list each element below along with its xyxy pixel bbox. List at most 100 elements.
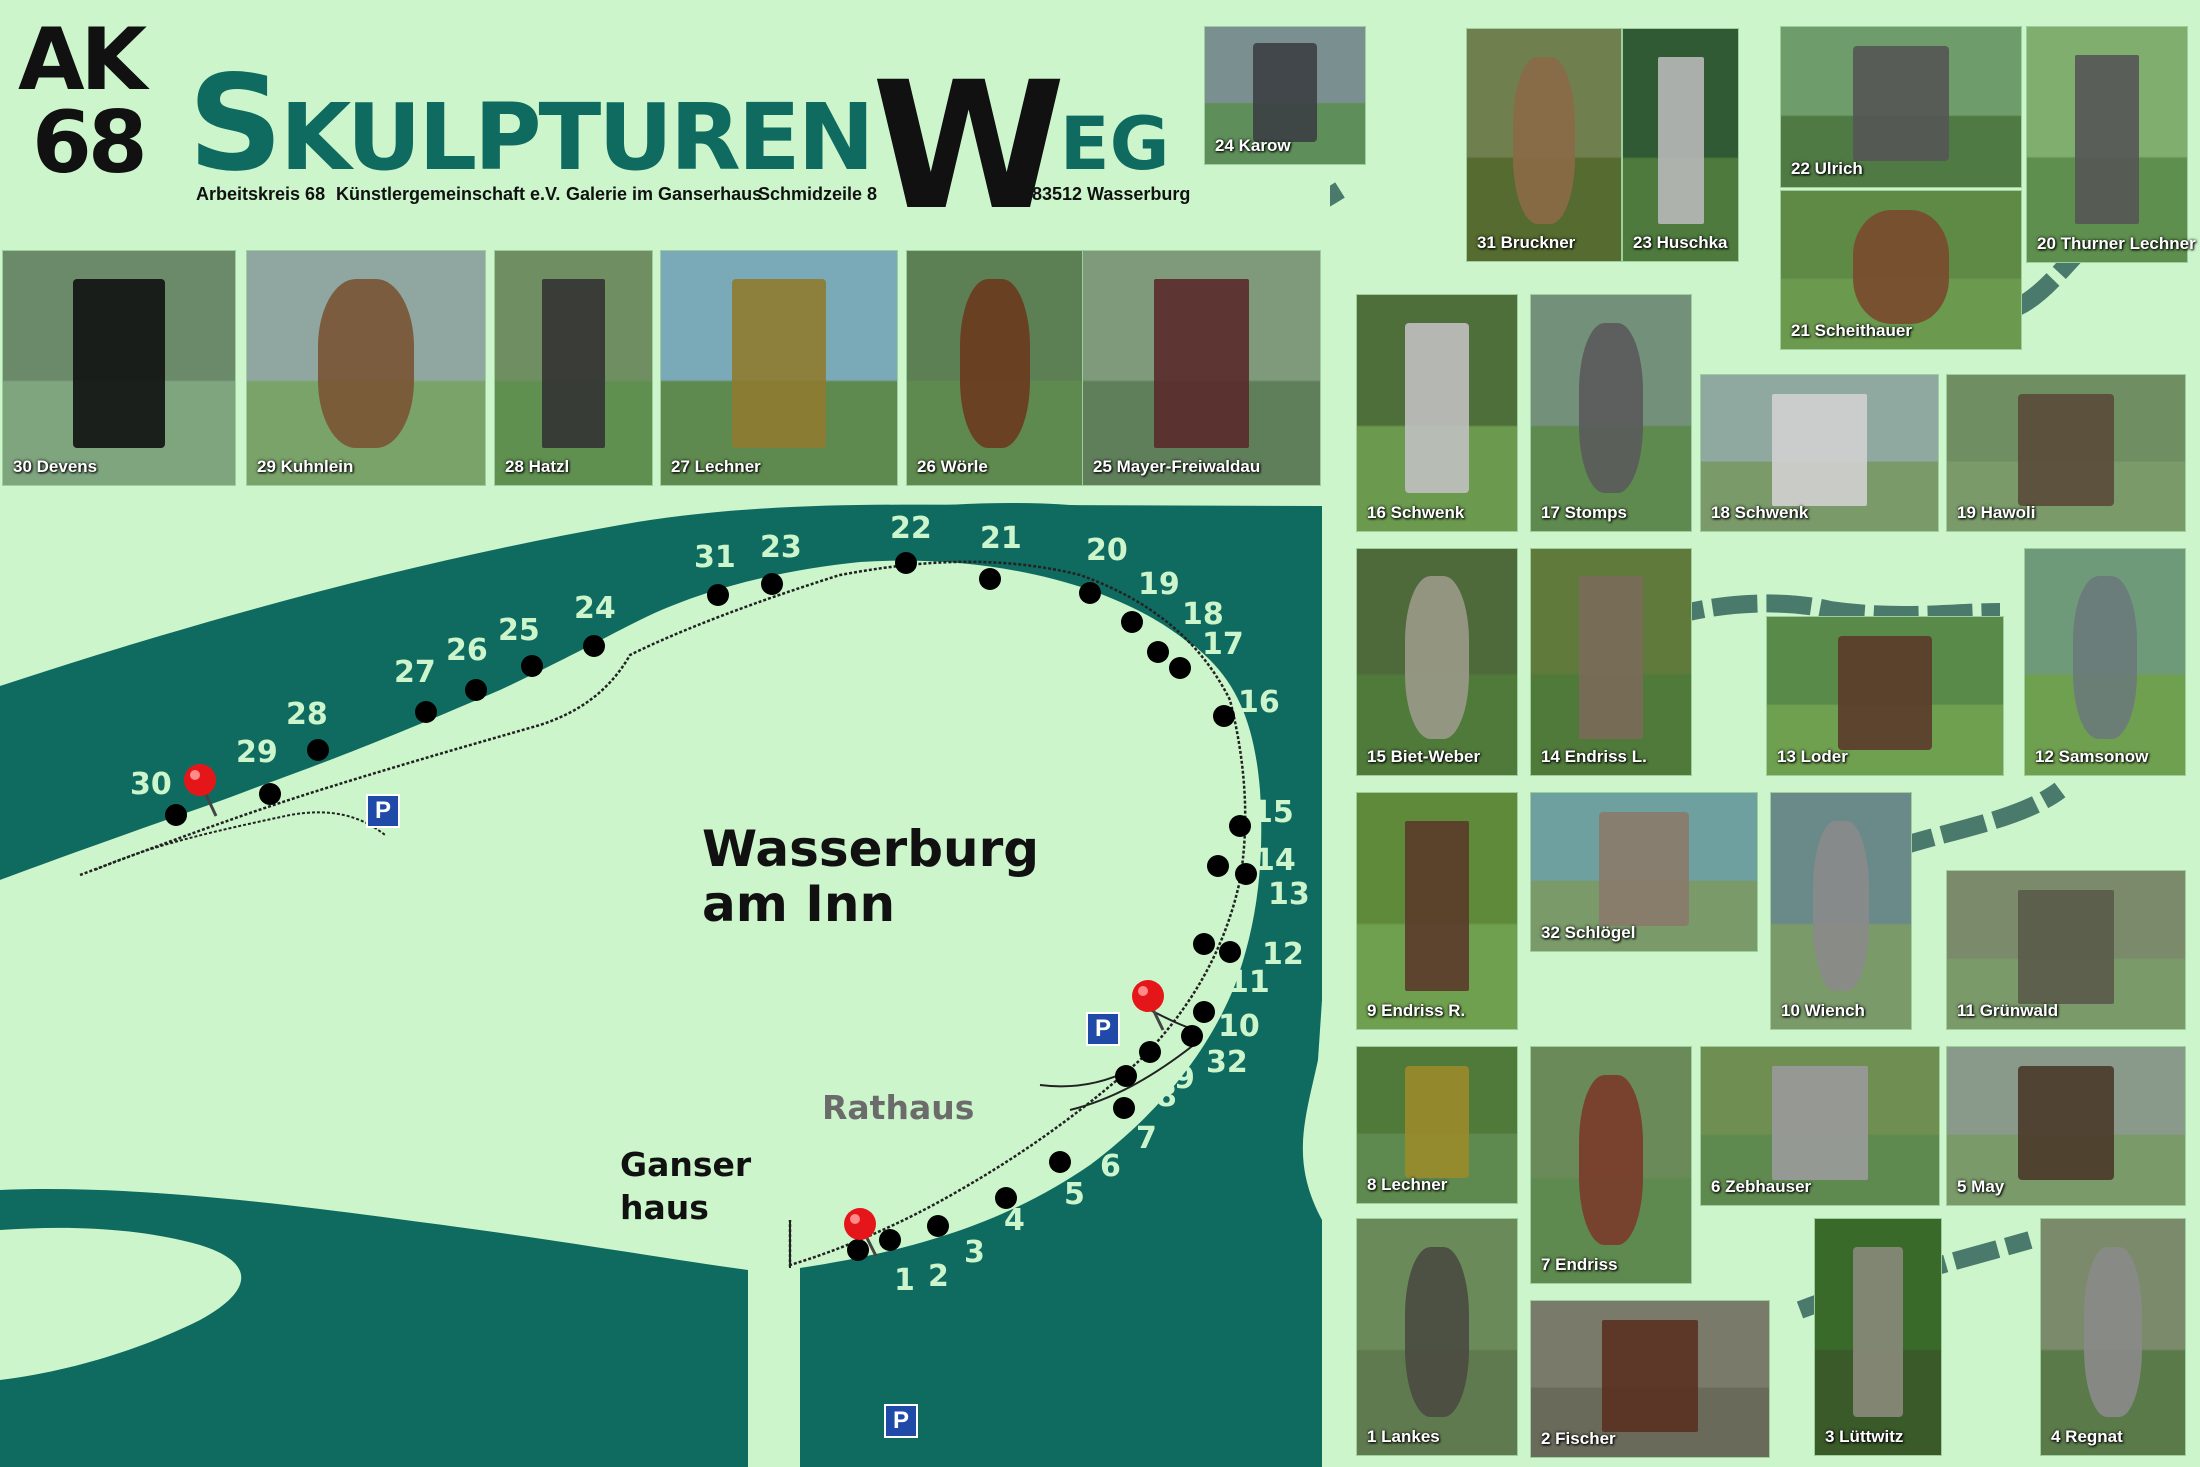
sculpture-marker[interactable] xyxy=(1049,1151,1071,1173)
sculpture-photo[interactable]: 29 Kuhnlein xyxy=(246,250,486,486)
sculpture-photo[interactable]: 7 Endriss xyxy=(1530,1046,1692,1284)
sculpture-photo[interactable]: 2 Fischer xyxy=(1530,1300,1770,1458)
sculpture-marker[interactable] xyxy=(1079,582,1101,604)
sculpture-photo[interactable]: 14 Endriss L. xyxy=(1530,548,1692,776)
parking-icon-east: P xyxy=(1086,1012,1120,1046)
pin-west[interactable] xyxy=(184,764,218,817)
sculpture-marker[interactable] xyxy=(1193,1001,1215,1023)
sculpture-shape xyxy=(1772,1065,1868,1180)
sculpture-photo[interactable]: 4 Regnat xyxy=(2040,1218,2186,1456)
sculpture-photo[interactable]: 25 Mayer-Freiwaldau xyxy=(1082,250,1321,486)
sculpture-marker[interactable] xyxy=(707,584,729,606)
sculpture-marker[interactable] xyxy=(1235,863,1257,885)
address-part-1: Arbeitskreis 68 xyxy=(196,184,326,204)
sculpture-marker[interactable] xyxy=(1213,705,1235,727)
title-part3: eg xyxy=(1059,72,1170,194)
station-number: 22 xyxy=(890,511,932,546)
sculpture-marker[interactable] xyxy=(1219,941,1241,963)
sculpture-shape xyxy=(72,279,166,448)
sculpture-photo[interactable]: 10 Wiench xyxy=(1770,792,1912,1030)
station-number: 4 xyxy=(1004,1203,1025,1238)
sculpture-photo[interactable]: 24 Karow xyxy=(1204,26,1366,165)
sculpture-marker[interactable] xyxy=(307,739,329,761)
station-number: 9 xyxy=(1174,1061,1195,1096)
sculpture-marker[interactable] xyxy=(1115,1065,1137,1087)
sculpture-marker[interactable] xyxy=(1169,657,1191,679)
sculpture-marker[interactable] xyxy=(879,1229,901,1251)
side-path-2 xyxy=(1069,1039,1201,1111)
address-part-3: Galerie im Ganserhaus xyxy=(566,184,763,204)
sculpture-marker[interactable] xyxy=(259,783,281,805)
sculpture-photo[interactable]: 8 Lechner xyxy=(1356,1046,1518,1204)
sculpture-photo[interactable]: 28 Hatzl xyxy=(494,250,653,486)
address-part-2: Künstlergemeinschaft e.V. xyxy=(336,184,561,204)
station-number: 17 xyxy=(1202,627,1244,662)
sculpture-photo[interactable]: 15 Biet-Weber xyxy=(1356,548,1518,776)
sculpture-shape xyxy=(1598,811,1690,926)
sculpture-photo[interactable]: 22 Ulrich xyxy=(1780,26,2022,188)
sculpture-photo[interactable]: 18 Schwenk xyxy=(1700,374,1939,532)
sculpture-photo[interactable]: 30 Devens xyxy=(2,250,236,486)
sculpture-marker[interactable] xyxy=(895,552,917,574)
rathaus-label: Rathaus xyxy=(822,1088,975,1127)
sculpture-label: 20 Thurner Lechner xyxy=(2037,234,2196,253)
city-label-line2: am Inn xyxy=(702,875,896,933)
sculpture-marker[interactable] xyxy=(847,1239,869,1261)
sculpture-marker[interactable] xyxy=(583,635,605,657)
river-band xyxy=(0,503,1322,1467)
sculpture-photo[interactable]: 9 Endriss R. xyxy=(1356,792,1518,1030)
sculpture-photo[interactable]: 16 Schwenk xyxy=(1356,294,1518,532)
sculpture-photo[interactable]: 21 Scheithauer xyxy=(1780,190,2022,350)
sculpture-shape xyxy=(2018,1065,2114,1180)
sculpture-marker[interactable] xyxy=(415,701,437,723)
sculpture-marker[interactable] xyxy=(1139,1041,1161,1063)
sculpture-photo[interactable]: 19 Hawoli xyxy=(1946,374,2186,532)
sculpture-photo[interactable]: 27 Lechner xyxy=(660,250,898,486)
sculpture-label: 22 Ulrich xyxy=(1791,159,1863,178)
sculpture-label: 1 Lankes xyxy=(1367,1427,1440,1446)
sculpture-shape xyxy=(2018,889,2114,1004)
sculpture-marker[interactable] xyxy=(1207,855,1229,877)
logo-line2: 68 xyxy=(32,93,148,194)
sculpture-marker[interactable] xyxy=(465,679,487,701)
sculpture-photo[interactable]: 26 Wörle xyxy=(906,250,1084,486)
sculpture-marker[interactable] xyxy=(761,573,783,595)
pin-east[interactable] xyxy=(1132,980,1165,1031)
sculpture-photo[interactable]: 17 Stomps xyxy=(1530,294,1692,532)
sculpture-marker[interactable] xyxy=(927,1215,949,1237)
sculpture-photo[interactable]: 3 Lüttwitz xyxy=(1814,1218,1942,1456)
sculpture-marker[interactable] xyxy=(1193,933,1215,955)
station-number: 21 xyxy=(980,521,1022,556)
sculpture-photo[interactable]: 23 Huschka xyxy=(1622,28,1739,262)
sculpture-label: 2 Fischer xyxy=(1541,1429,1616,1448)
sculpture-photo[interactable]: 6 Zebhauser xyxy=(1700,1046,1940,1206)
sculpture-label: 9 Endriss R. xyxy=(1367,1001,1466,1020)
sculpture-label: 12 Samsonow xyxy=(2035,747,2149,766)
sculpture-photo[interactable]: 20 Thurner Lechner xyxy=(2026,26,2196,263)
sculpture-label: 6 Zebhauser xyxy=(1711,1177,1812,1196)
sculpture-marker[interactable] xyxy=(995,1187,1017,1209)
address-part-4: Schmidzeile 8 xyxy=(758,184,878,204)
sculpture-marker[interactable] xyxy=(165,804,187,826)
sculpture-photo[interactable]: 32 Schlögel xyxy=(1530,792,1758,952)
sculpture-shape xyxy=(731,279,827,448)
sculpture-label: 14 Endriss L. xyxy=(1541,747,1647,766)
sculpture-photo[interactable]: 13 Loder xyxy=(1766,616,2004,776)
sculpture-shape xyxy=(1579,323,1643,494)
sculpture-marker[interactable] xyxy=(1121,611,1143,633)
sculpture-shape xyxy=(1405,576,1469,739)
sculpture-photo[interactable]: 1 Lankes xyxy=(1356,1218,1518,1456)
sculpture-photo[interactable]: 11 Grünwald xyxy=(1946,870,2186,1030)
sculpture-photo[interactable]: 12 Samsonow xyxy=(2024,548,2186,776)
station-number: 10 xyxy=(1218,1009,1260,1044)
sculpture-photo[interactable]: 31 Bruckner xyxy=(1466,28,1622,262)
pin-south[interactable] xyxy=(844,1208,878,1257)
sculpture-marker[interactable] xyxy=(1181,1025,1203,1047)
sculpture-marker[interactable] xyxy=(1113,1097,1135,1119)
sculpture-marker[interactable] xyxy=(1229,815,1251,837)
sculpture-marker[interactable] xyxy=(979,568,1001,590)
sculpture-marker[interactable] xyxy=(1147,641,1169,663)
station-number: 31 xyxy=(694,540,736,575)
sculpture-marker[interactable] xyxy=(521,655,543,677)
sculpture-photo[interactable]: 5 May xyxy=(1946,1046,2186,1206)
